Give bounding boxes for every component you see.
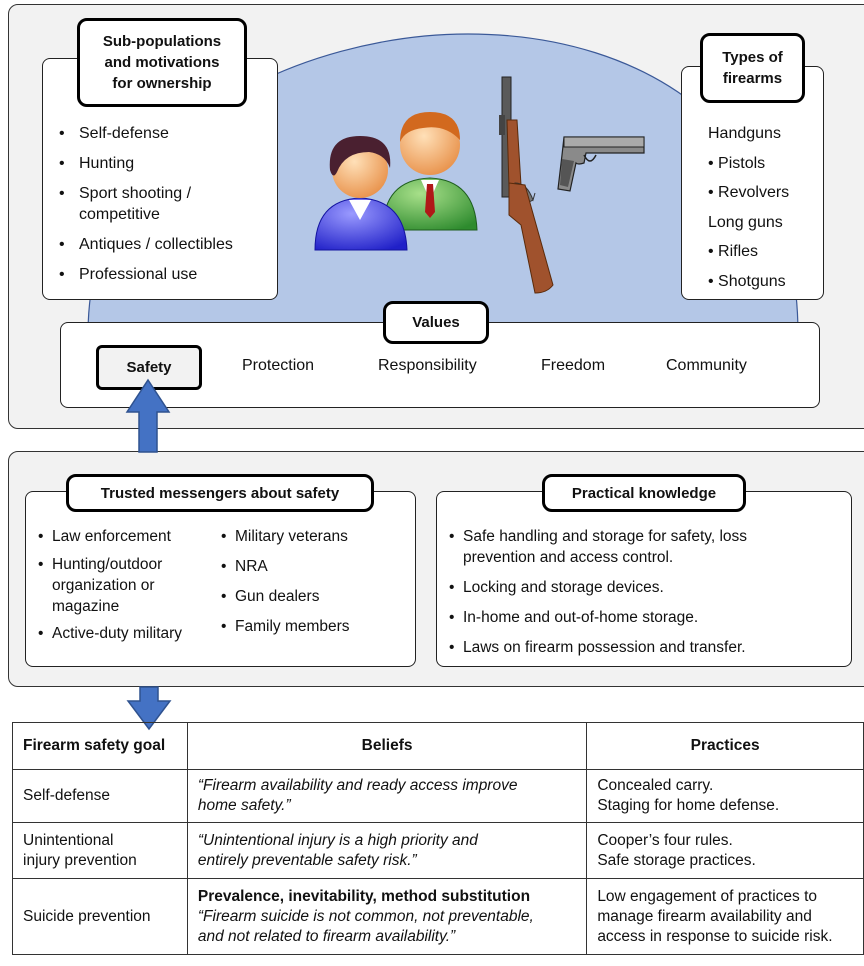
pistol-icon — [557, 136, 645, 192]
practice-cell: Concealed carry. Staging for home defens… — [586, 769, 864, 823]
list-item: Military veterans — [221, 526, 406, 547]
column-header: Practices — [586, 722, 864, 770]
motivations-list: Self-defense Hunting Sport shooting / co… — [57, 123, 267, 285]
list-item: Antiques / collectibles — [57, 234, 267, 255]
practice-cell: Low engagement of practices to manage fi… — [586, 878, 864, 955]
list-item: Hunting/outdoor organization or magazine — [38, 554, 202, 617]
list-item: Safe handling and storage for safety, lo… — [449, 526, 814, 568]
messengers-box: Law enforcement Hunting/outdoor organiza… — [25, 491, 416, 667]
practice-cell: Cooper’s four rules. Safe storage practi… — [586, 822, 864, 879]
value-community: Community — [666, 357, 747, 374]
knowledge-box: Safe handling and storage for safety, lo… — [436, 491, 852, 667]
list-item: • Pistols — [708, 154, 766, 172]
goal-cell: Self-defense — [12, 769, 188, 823]
table-row: Unintentional injury prevention “Uninten… — [12, 822, 864, 879]
messengers-col1: Law enforcement Hunting/outdoor organiza… — [38, 526, 218, 644]
up-arrow-icon — [125, 378, 171, 453]
value-freedom: Freedom — [541, 357, 606, 374]
table-row: Self-defense “Firearm availability and r… — [12, 769, 864, 823]
messengers-header: Trusted messengers about safety — [66, 474, 374, 512]
list-item: • Shotguns — [708, 272, 786, 290]
list-item: Handguns — [708, 125, 781, 142]
list-item: Sport shooting / competitive — [57, 183, 267, 225]
list-item: Hunting — [57, 153, 267, 174]
rifle-icon — [499, 76, 554, 294]
list-item: • Revolvers — [708, 184, 790, 201]
subpopulations-header: Sub-populations and motivations for owne… — [77, 18, 247, 107]
belief-cell: Prevalence, inevitability, method substi… — [186, 878, 588, 955]
safety-goals-table: Firearm safety goal Beliefs Practices Se… — [12, 722, 864, 955]
list-item: In-home and out-of-home storage. — [449, 607, 814, 628]
firearm-types-box: Handguns • Pistols • Revolvers Long guns… — [681, 66, 824, 300]
column-header: Beliefs — [186, 722, 588, 770]
list-item: Long guns — [708, 213, 783, 231]
list-item: Laws on firearm possession and transfer. — [449, 637, 814, 658]
firearm-types-list: Handguns • Pistols • Revolvers Long guns… — [708, 119, 789, 296]
down-arrow-icon — [126, 686, 172, 731]
list-item: Active-duty military — [38, 623, 218, 644]
belief-cell: “Firearm availability and ready access i… — [186, 769, 588, 823]
goal-cell: Suicide prevention — [12, 878, 188, 955]
list-item: Locking and storage devices. — [449, 577, 814, 598]
list-item: • Rifles — [708, 243, 759, 260]
knowledge-list: Safe handling and storage for safety, lo… — [449, 526, 814, 658]
list-item: Law enforcement — [38, 526, 218, 547]
table-header-row: Firearm safety goal Beliefs Practices — [12, 722, 864, 770]
column-header: Firearm safety goal — [12, 722, 188, 770]
list-item: Professional use — [57, 264, 267, 285]
list-item: NRA — [221, 556, 406, 577]
goal-cell: Unintentional injury prevention — [12, 822, 188, 879]
people-icon — [314, 112, 478, 251]
knowledge-header: Practical knowledge — [542, 474, 746, 512]
value-protection: Protection — [242, 357, 315, 374]
table-row: Suicide prevention Prevalence, inevitabi… — [12, 878, 864, 955]
firearm-types-header: Types of firearms — [700, 33, 805, 103]
list-item: Family members — [221, 616, 406, 637]
messengers-col2: Military veterans NRA Gun dealers Family… — [221, 526, 406, 637]
belief-cell: “Unintentional injury is a high priority… — [186, 822, 588, 879]
values-header: Values — [383, 301, 489, 344]
list-item: Self-defense — [57, 123, 267, 144]
list-item: Gun dealers — [221, 586, 406, 607]
value-responsibility: Responsibility — [378, 357, 477, 374]
